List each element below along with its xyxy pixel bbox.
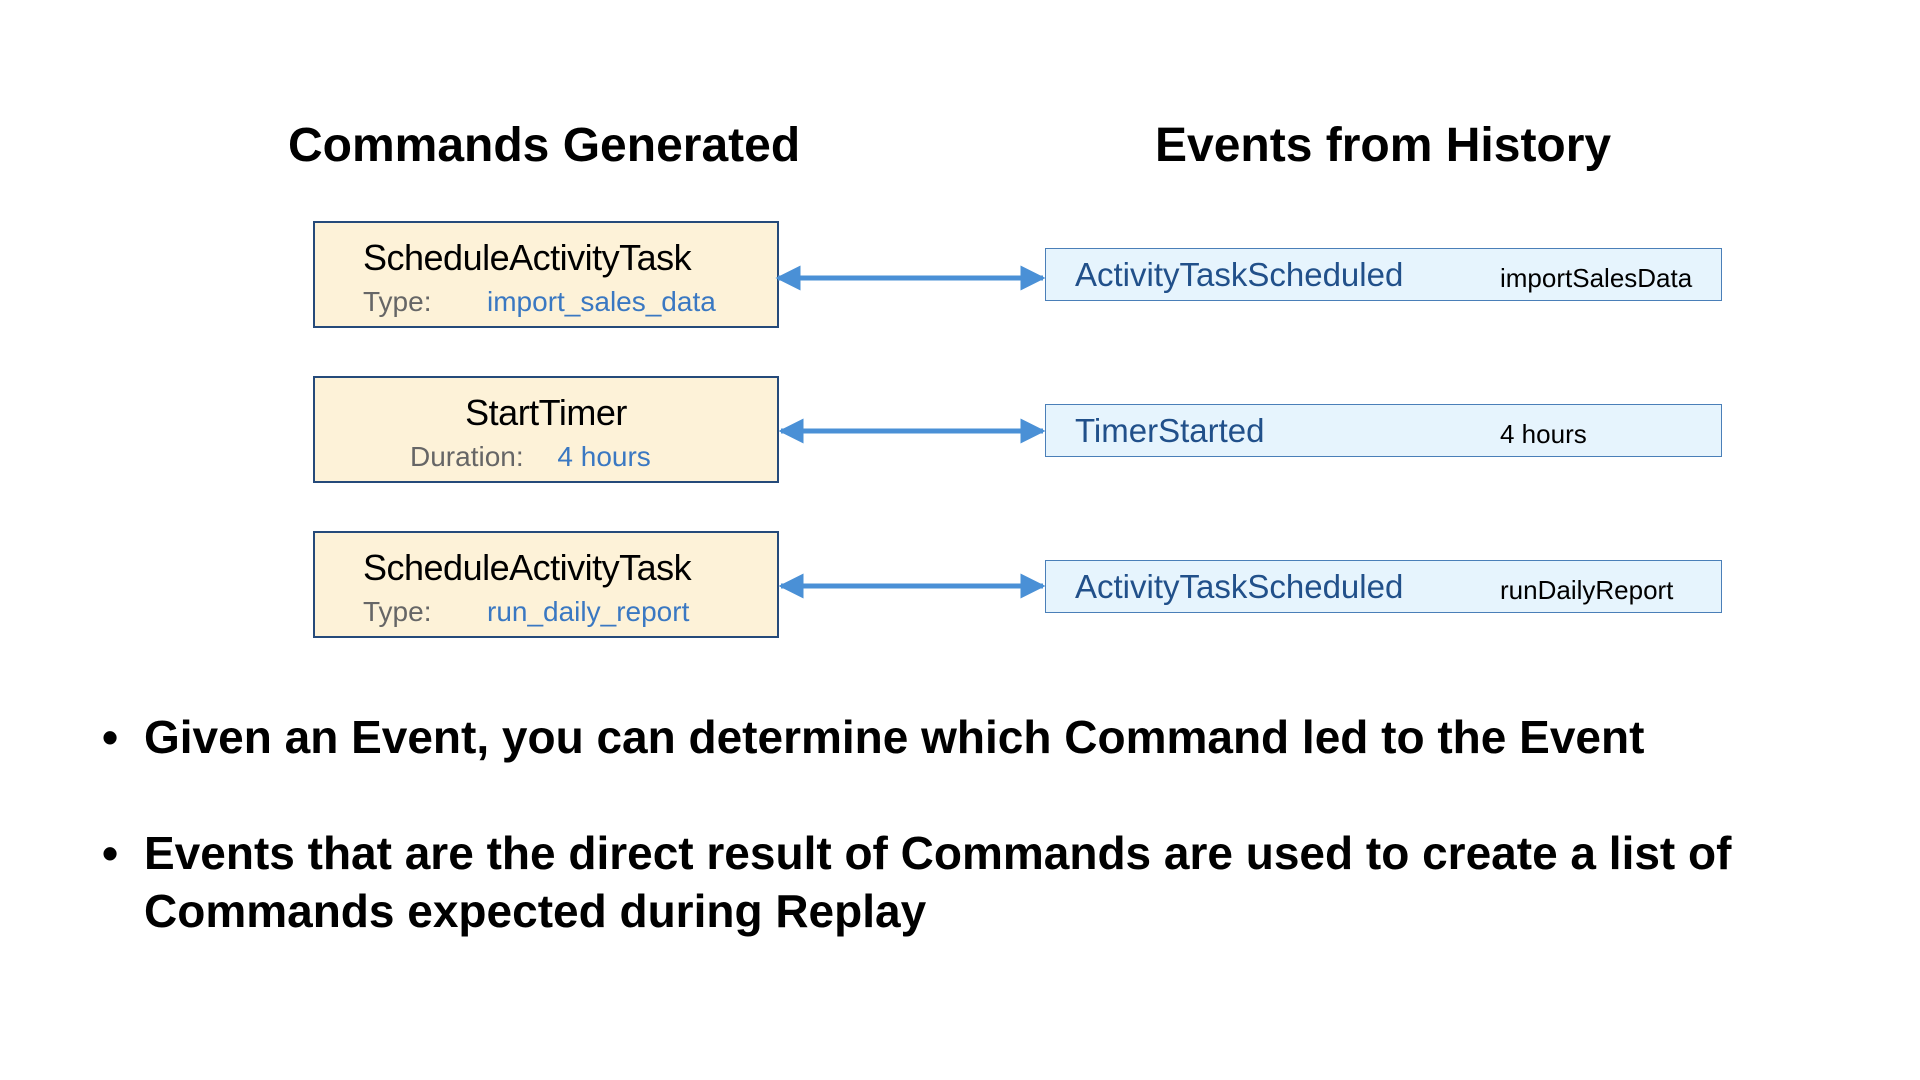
command-box-schedule-activity-import: ScheduleActivityTask Type: import_sales_… [313,221,779,328]
command-title: ScheduleActivityTask [363,237,692,278]
command-box-start-timer: StartTimer Duration: 4 hours [313,376,779,483]
command-duration-value: 4 hours [557,441,651,472]
command-type-value: import_sales_data [487,286,716,317]
command-type-label: Type: [363,286,432,317]
event-box-activity-task-scheduled-import: ActivityTaskScheduled importSalesData [1045,248,1722,301]
command-title: ScheduleActivityTask [363,547,692,588]
event-name: ActivityTaskScheduled [1075,256,1404,293]
command-type-label: Type: [363,596,432,627]
event-detail: runDailyReport [1500,575,1674,605]
command-duration-row: Duration: 4 hours [410,440,651,474]
command-duration-label: Duration: [410,441,524,472]
bullet-list: • Given an Event, you can determine whic… [102,708,1882,998]
event-detail: importSalesData [1500,263,1693,293]
bullet-item: • Events that are the direct result of C… [102,824,1882,940]
event-box-timer-started: TimerStarted 4 hours [1045,404,1722,457]
bullet-marker: • [102,711,119,763]
command-title: StartTimer [465,392,627,433]
command-box-schedule-activity-report: ScheduleActivityTask Type: run_daily_rep… [313,531,779,638]
bullet-text: Given an Event, you can determine which … [144,711,1645,763]
bullet-marker: • [102,827,119,879]
event-name: ActivityTaskScheduled [1075,568,1404,605]
event-detail: 4 hours [1500,419,1587,449]
bullet-item: • Given an Event, you can determine whic… [102,708,1882,766]
commands-heading: Commands Generated [288,119,801,172]
event-box-activity-task-scheduled-report: ActivityTaskScheduled runDailyReport [1045,560,1722,613]
events-heading: Events from History [1155,119,1612,172]
event-name: TimerStarted [1075,412,1265,449]
command-type-value: run_daily_report [487,596,690,627]
bullet-text: Events that are the direct result of Com… [144,827,1732,937]
